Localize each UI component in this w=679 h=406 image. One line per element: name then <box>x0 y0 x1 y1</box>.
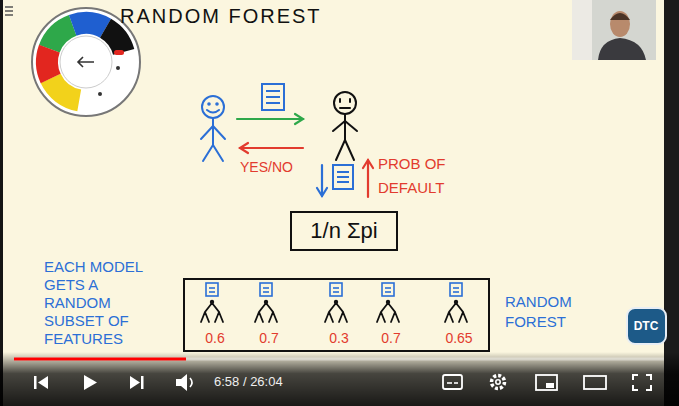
title: RANDOM FOREST <box>120 5 322 28</box>
whiteboard <box>3 0 664 406</box>
response-arrow <box>240 143 303 153</box>
node-label: 0.7 <box>249 330 289 347</box>
request-arrow <box>237 114 303 124</box>
output-label: PROB OF DEFAULT <box>378 152 460 200</box>
side-strip <box>664 0 679 406</box>
node-label: 0.65 <box>439 330 479 347</box>
document-icon <box>333 165 353 189</box>
menu-icon <box>5 7 13 15</box>
node-label: 0.7 <box>371 330 411 347</box>
note-label: EACH MODEL GETS A RANDOM SUBSET OF FEATU… <box>44 258 152 348</box>
answer-label: YES/NO <box>240 158 310 176</box>
channel-logo: DTC <box>626 307 667 345</box>
player-controls <box>34 374 651 391</box>
stick-figure <box>333 92 357 160</box>
node-label: 0.6 <box>195 330 235 347</box>
node-label: RANDOM FOREST <box>505 292 595 332</box>
progress-played <box>14 358 186 361</box>
stick-figure <box>201 96 225 161</box>
progress-track <box>14 358 664 361</box>
forest-box: 0.60.70.30.70.65RANDOM FOREST <box>183 278 490 352</box>
input-arrow <box>317 165 327 196</box>
document-icon <box>262 84 284 110</box>
time-label: 6:58 / 26:04 <box>214 374 283 390</box>
node-text: DTC <box>634 319 659 333</box>
player-bar <box>0 352 679 406</box>
webcam-thumbnail <box>572 0 656 60</box>
output-arrow <box>363 160 373 197</box>
node-text: 1/n Σpi <box>310 218 377 244</box>
formula-box: 1/n Σpi <box>290 211 398 251</box>
node-label: 0.3 <box>319 330 359 347</box>
decision-trees <box>201 283 467 322</box>
